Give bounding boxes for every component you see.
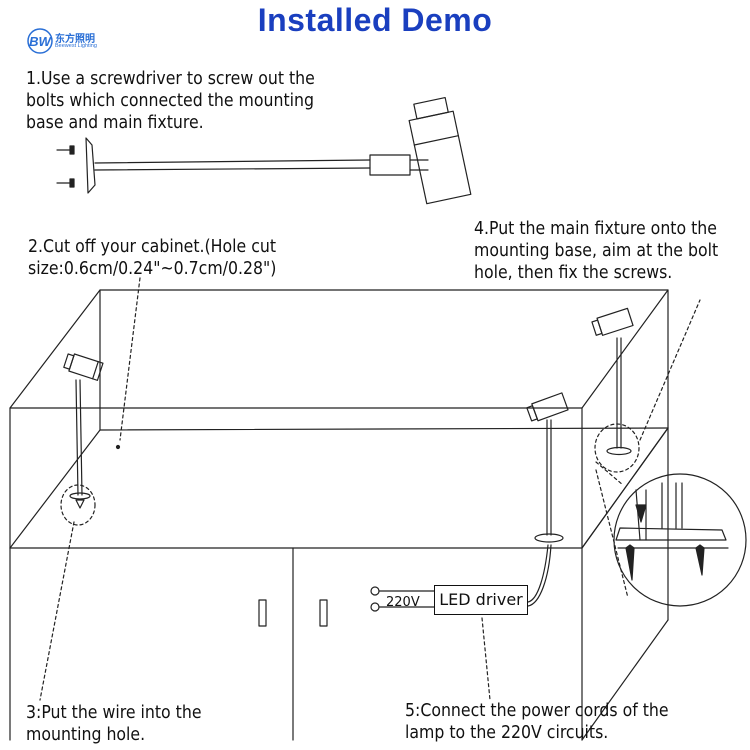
left-spotlight [60,353,104,526]
terminal-icon [370,586,380,596]
page-title: Installed Demo [257,2,493,38]
detail-circle [60,484,96,526]
logo-english-text: Beewest Lighting [55,43,97,49]
screw-icon [56,145,75,155]
exploded-fixture [56,96,472,205]
logo-mark-text: BW [29,34,52,49]
detail-circle [594,423,640,473]
door-handle [319,599,328,627]
logo-mark-icon: BW [27,28,53,54]
middle-spotlight [526,392,569,607]
display-cabinet [9,289,669,741]
step-3-text: 3:Put the wire into the mounting hole. [26,703,202,745]
logo-chinese-text: 东方照明 [55,34,95,45]
mounting-base-plate [85,137,96,194]
step-1-text: 1.Use a screwdriver to screw out the bol… [26,69,315,133]
voltage-label: 220V [386,595,420,610]
magnified-screw-detail [595,461,747,607]
arm-connector [369,154,411,176]
brand-logo: BW 东方照明 Beewest Lighting [27,28,97,54]
driver-wiring [370,586,435,612]
terminal-icon [370,602,380,612]
cut-hole [115,444,121,450]
step-2-text: 2.Cut off your cabinet.(Hole cut size:0.… [28,237,277,279]
door-handle [258,599,267,627]
lamp-head [408,96,472,205]
leader-lines [39,277,491,701]
step-4-text: 4.Put the main fixture onto the mounting… [474,219,719,283]
screw-icon [56,178,75,188]
step-5-text: 5:Connect the power cords of the lamp to… [405,701,669,743]
right-spotlight [591,299,701,473]
led-driver-box: LED driver [434,585,528,615]
